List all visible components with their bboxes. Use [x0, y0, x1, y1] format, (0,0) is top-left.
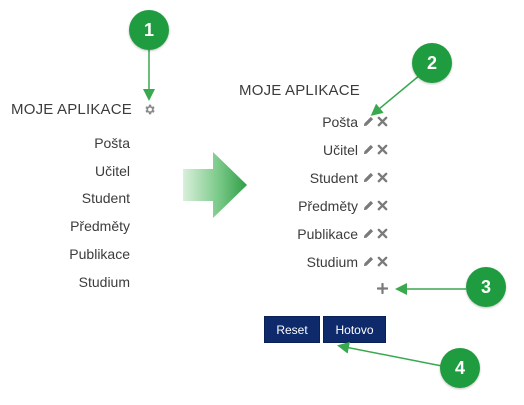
right-item-studium: Studium: [306, 254, 358, 270]
callout-2-arrow: [370, 74, 421, 116]
callout-badge-2: 2: [412, 43, 452, 83]
row-actions: [363, 200, 388, 211]
right-arrow-icon: [183, 152, 247, 218]
left-item-posta[interactable]: Pošta: [94, 135, 130, 151]
pencil-icon[interactable]: [363, 172, 374, 183]
row-actions: [363, 228, 388, 239]
right-item-posta: Pošta: [322, 114, 358, 130]
row-actions: [363, 144, 388, 155]
close-icon[interactable]: [377, 172, 388, 183]
close-icon[interactable]: [377, 228, 388, 239]
row-actions: [363, 172, 388, 183]
pencil-icon[interactable]: [363, 228, 374, 239]
gear-icon[interactable]: [143, 103, 156, 116]
close-icon[interactable]: [377, 200, 388, 211]
pencil-icon[interactable]: [363, 256, 374, 267]
callout-badge-1: 1: [129, 10, 169, 50]
close-icon[interactable]: [377, 144, 388, 155]
right-item-student: Student: [309, 170, 358, 186]
pencil-icon[interactable]: [363, 200, 374, 211]
right-item-publikace: Publikace: [297, 226, 358, 242]
close-icon[interactable]: [377, 116, 388, 127]
plus-icon[interactable]: [377, 283, 388, 294]
callout-badge-3: 3: [466, 267, 506, 307]
row-actions: [363, 116, 388, 127]
left-item-ucitel[interactable]: Učitel: [94, 163, 130, 179]
row-actions: [363, 256, 388, 267]
right-panel-title: MOJE APLIKACE: [239, 82, 360, 99]
left-panel-title: MOJE APLIKACE: [11, 101, 132, 118]
right-item-ucitel: Učitel: [322, 142, 358, 158]
right-item-predmety: Předměty: [298, 198, 358, 214]
left-item-predmety[interactable]: Předměty: [70, 218, 130, 234]
close-icon[interactable]: [377, 256, 388, 267]
callout-4-arrow: [337, 341, 443, 367]
pencil-icon[interactable]: [363, 116, 374, 127]
left-item-publikace[interactable]: Publikace: [69, 246, 130, 262]
pencil-icon[interactable]: [363, 144, 374, 155]
left-item-student[interactable]: Student: [81, 190, 130, 206]
left-item-studium[interactable]: Studium: [78, 274, 130, 290]
callout-badge-4: 4: [440, 348, 480, 388]
reset-button[interactable]: Reset: [264, 316, 320, 343]
done-button[interactable]: Hotovo: [323, 316, 386, 343]
